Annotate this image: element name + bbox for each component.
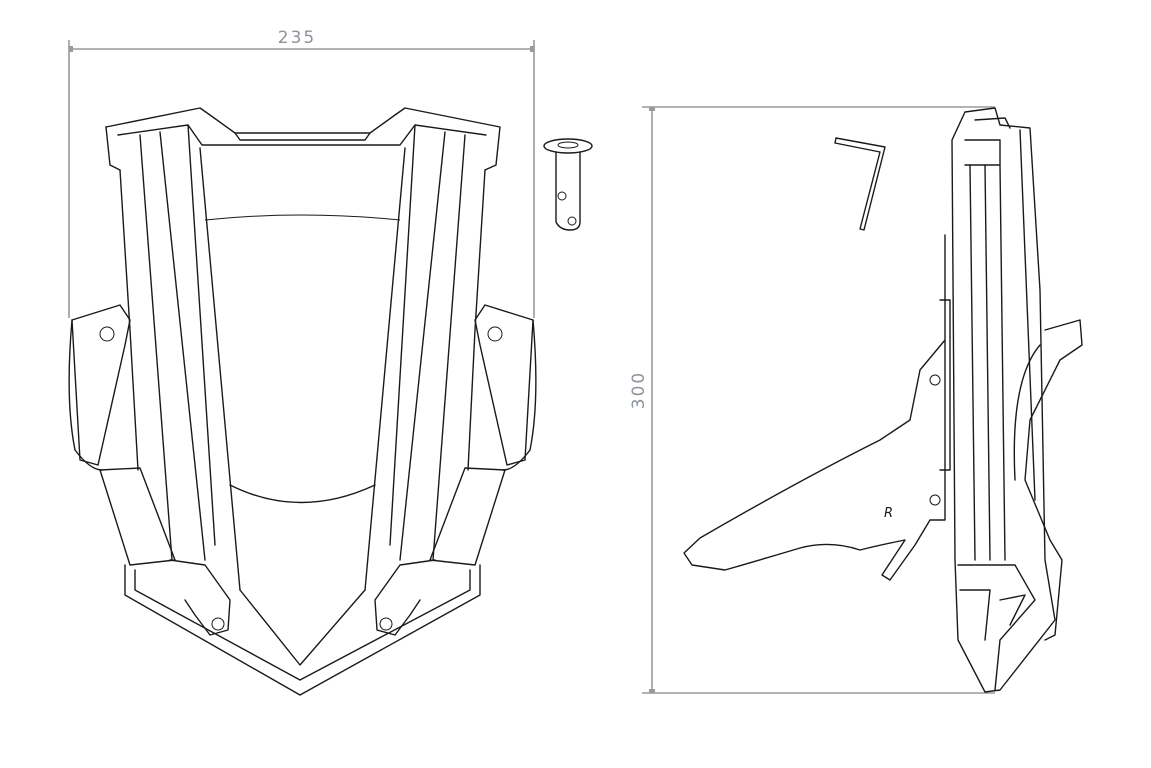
side-view: R (683, 107, 1083, 693)
height-dimension: 300 (629, 106, 995, 694)
front-view (68, 107, 537, 696)
mounting-pin (543, 138, 593, 231)
side-marker-label: R (884, 506, 893, 521)
width-dimension: 235 (68, 28, 535, 318)
hex-key (834, 137, 886, 231)
height-dimension-label: 300 (629, 371, 649, 409)
width-dimension-label: 235 (278, 28, 316, 48)
